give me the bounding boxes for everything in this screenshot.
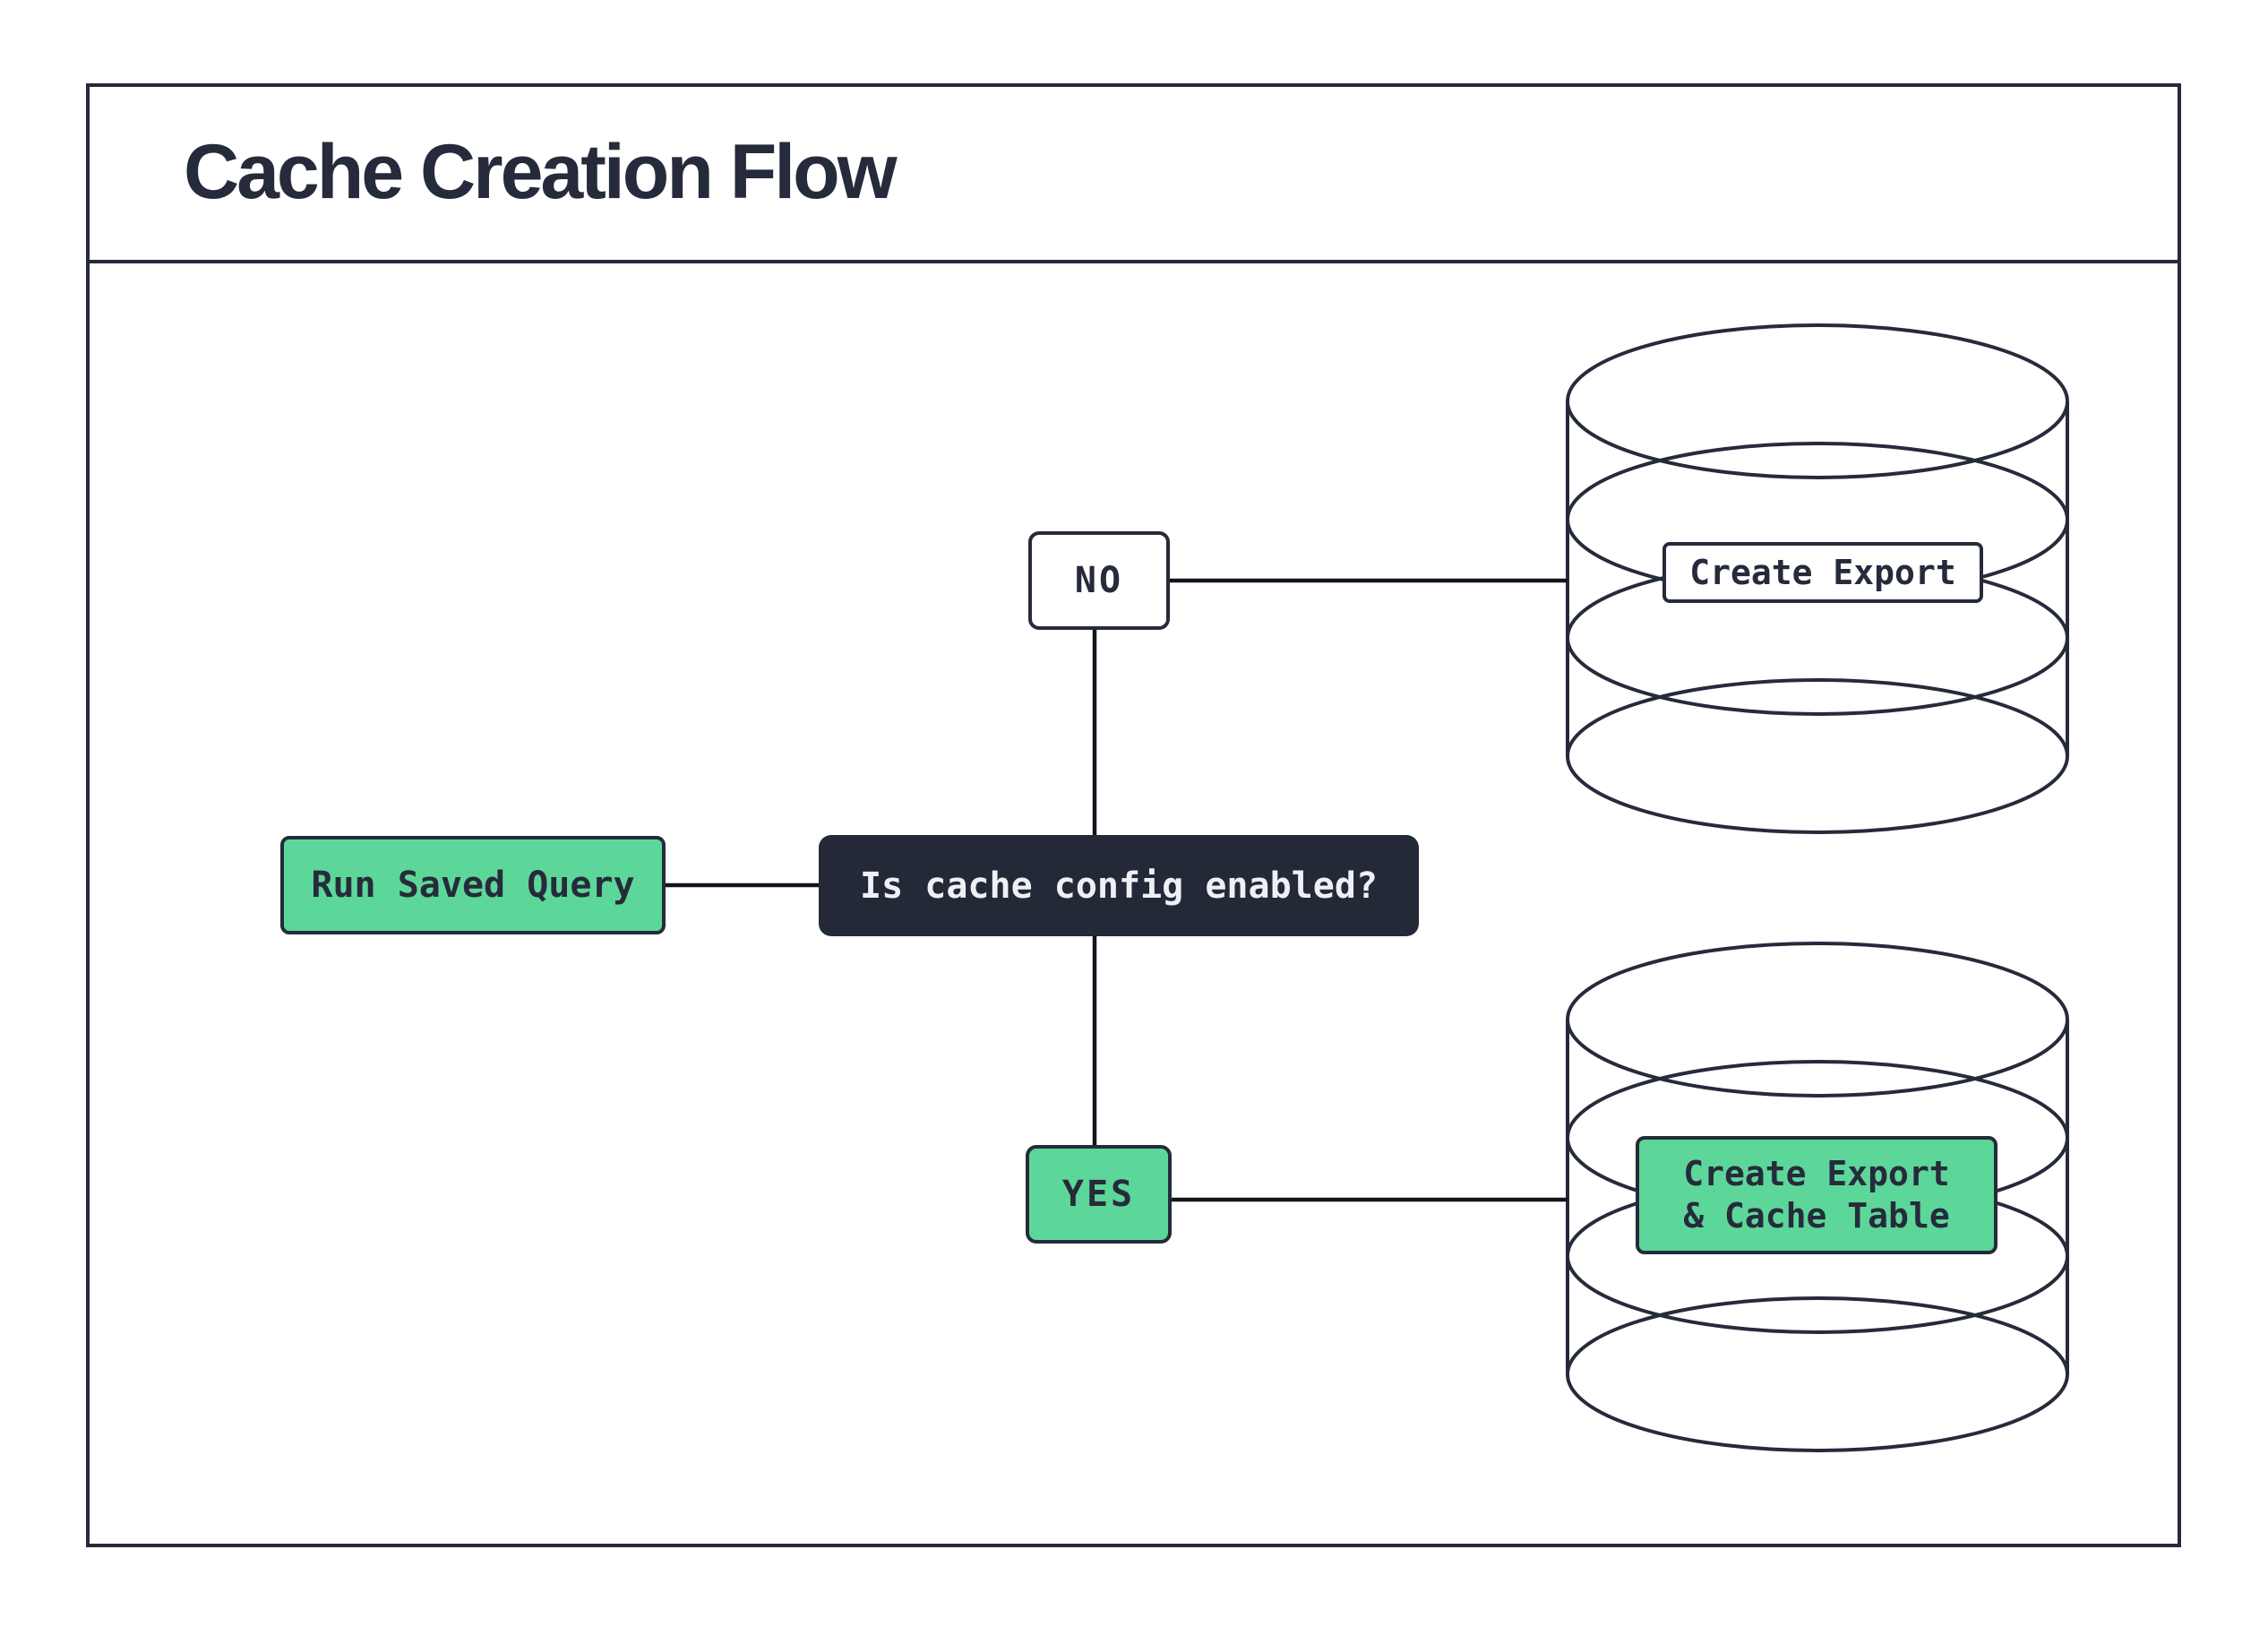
db-no-disk-1 xyxy=(1566,323,2069,479)
node-branch-yes-label: YES xyxy=(1061,1174,1136,1215)
db-label-create-export-cache-table: Create Export & Cache Table xyxy=(1636,1136,1997,1254)
node-cache-config-decision: Is cache config enabled? xyxy=(819,835,1419,936)
db-label-create-export-cache-line2: & Cache Table xyxy=(1683,1196,1950,1235)
db-label-create-export: Create Export xyxy=(1662,542,1983,603)
node-cache-config-decision-label: Is cache config enabled? xyxy=(860,865,1378,907)
diagram-frame xyxy=(86,83,2181,1547)
db-no-disk-4 xyxy=(1566,678,2069,834)
db-label-create-export-cache-line1: Create Export xyxy=(1683,1153,1950,1193)
node-run-saved-query-label: Run Saved Query xyxy=(311,865,635,906)
node-run-saved-query: Run Saved Query xyxy=(280,836,666,934)
node-branch-yes: YES xyxy=(1026,1145,1172,1244)
page-title: Cache Creation Flow xyxy=(184,129,898,215)
db-yes-disk-4 xyxy=(1566,1296,2069,1452)
db-label-create-export-text: Create Export xyxy=(1689,553,1956,592)
header-divider xyxy=(86,260,2181,263)
node-branch-no: NO xyxy=(1028,531,1170,630)
db-yes-disk-1 xyxy=(1566,942,2069,1098)
node-branch-no-label: NO xyxy=(1074,560,1124,601)
